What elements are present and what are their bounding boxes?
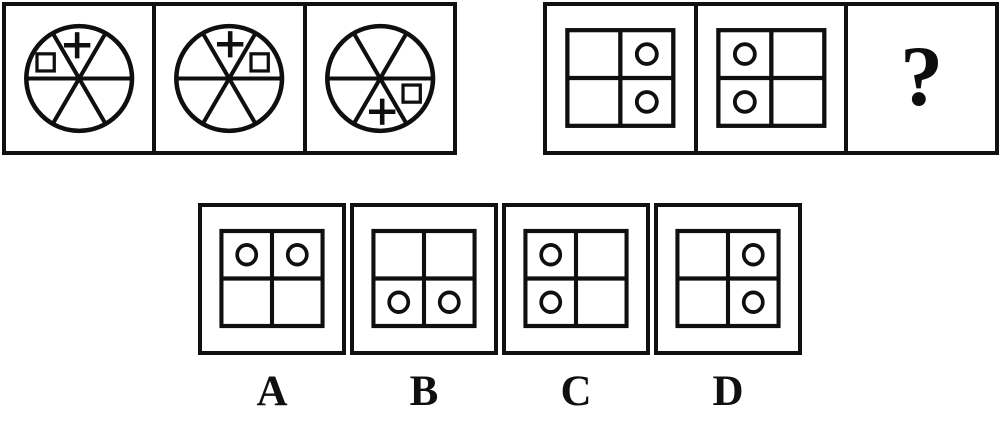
circle-panel-3 xyxy=(302,2,457,155)
option-c-figure xyxy=(523,228,629,329)
grid-panel-1 xyxy=(543,2,698,155)
grid-figure-2 xyxy=(715,28,827,128)
option-a-label-slot: A xyxy=(198,370,346,413)
premise-grid-sequence: ? xyxy=(543,2,1000,155)
option-a-box[interactable] xyxy=(198,203,346,355)
option-b-figure xyxy=(371,228,477,329)
option-b-label-slot: B xyxy=(350,370,498,413)
option-b-label[interactable]: B xyxy=(409,368,439,415)
pie-figure-2 xyxy=(174,23,285,134)
option-a-figure xyxy=(219,228,325,329)
option-d-label[interactable]: D xyxy=(712,368,744,415)
pie-figure-3 xyxy=(324,23,435,134)
premise-circle-sequence xyxy=(2,2,457,155)
question-mark: ? xyxy=(900,27,944,124)
option-a-label[interactable]: A xyxy=(256,368,288,415)
circle-panel-2 xyxy=(152,2,307,155)
pie-figure-1 xyxy=(24,23,135,134)
option-d-label-slot: D xyxy=(654,370,802,413)
option-c-label-slot: C xyxy=(502,370,650,413)
option-labels: A B C D xyxy=(198,370,802,413)
option-d-figure xyxy=(675,228,781,329)
circle-panel-1 xyxy=(2,2,157,155)
answer-options xyxy=(198,203,802,355)
option-c-label[interactable]: C xyxy=(560,368,592,415)
option-d-box[interactable] xyxy=(654,203,802,355)
option-c-box[interactable] xyxy=(502,203,650,355)
question-panel: ? xyxy=(844,2,1000,155)
grid-panel-2 xyxy=(693,2,849,155)
option-b-box[interactable] xyxy=(350,203,498,355)
grid-figure-1 xyxy=(565,28,676,128)
